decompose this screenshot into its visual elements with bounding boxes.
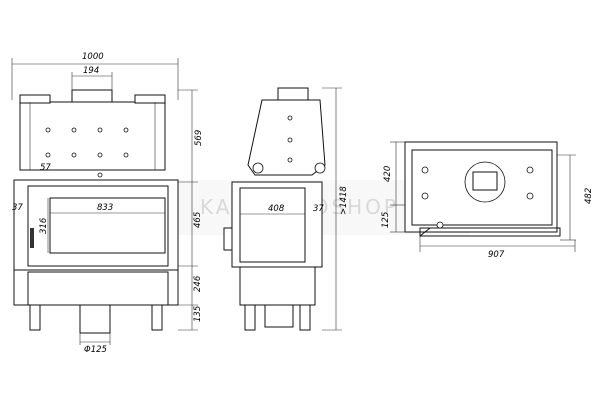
dim-outlet-194: 194 bbox=[83, 66, 99, 76]
dim-246: 246 bbox=[193, 275, 203, 292]
dim-37-front: 37 bbox=[12, 203, 23, 213]
door-frame bbox=[27, 185, 169, 267]
dim-top-482: 482 bbox=[584, 188, 594, 204]
side-glass bbox=[239, 187, 306, 263]
side-body bbox=[231, 181, 323, 268]
door-handle bbox=[30, 228, 34, 248]
dim-glass-316: 316 bbox=[39, 217, 49, 234]
dim-37-side: 37 bbox=[313, 204, 324, 214]
side-view: 408 37 >1418 bbox=[223, 87, 349, 331]
dim-top-125: 125 bbox=[381, 212, 391, 228]
side-hood bbox=[247, 99, 326, 176]
front-view: 1000 194 bbox=[11, 52, 204, 355]
side-handle bbox=[223, 227, 233, 251]
side-top-outlet bbox=[277, 87, 309, 101]
dim-total-height: >1418 bbox=[339, 186, 349, 215]
mounting-holes bbox=[45, 127, 129, 178]
dim-width-1000: 1000 bbox=[82, 52, 104, 62]
dim-top-420: 420 bbox=[383, 166, 393, 182]
dim-pipe-125: Φ125 bbox=[84, 345, 107, 355]
dim-57: 57 bbox=[40, 163, 51, 173]
firebox-body bbox=[13, 179, 179, 306]
top-view: 420 125 482 907 bbox=[381, 141, 594, 260]
dim-glass-833: 833 bbox=[97, 203, 113, 213]
leg-right bbox=[151, 304, 163, 331]
convection-box bbox=[19, 101, 166, 171]
leg-left bbox=[29, 304, 41, 331]
dim-465: 465 bbox=[193, 212, 203, 228]
flue-outlet bbox=[464, 161, 506, 203]
dim-569: 569 bbox=[194, 130, 204, 146]
dim-side-408: 408 bbox=[268, 204, 285, 214]
air-inlet-pipe bbox=[79, 304, 111, 334]
side-base bbox=[239, 266, 316, 306]
dim-135: 135 bbox=[193, 306, 203, 322]
top-outlet bbox=[71, 89, 113, 103]
dim-top-907: 907 bbox=[488, 250, 505, 260]
glass-pane bbox=[49, 197, 166, 254]
